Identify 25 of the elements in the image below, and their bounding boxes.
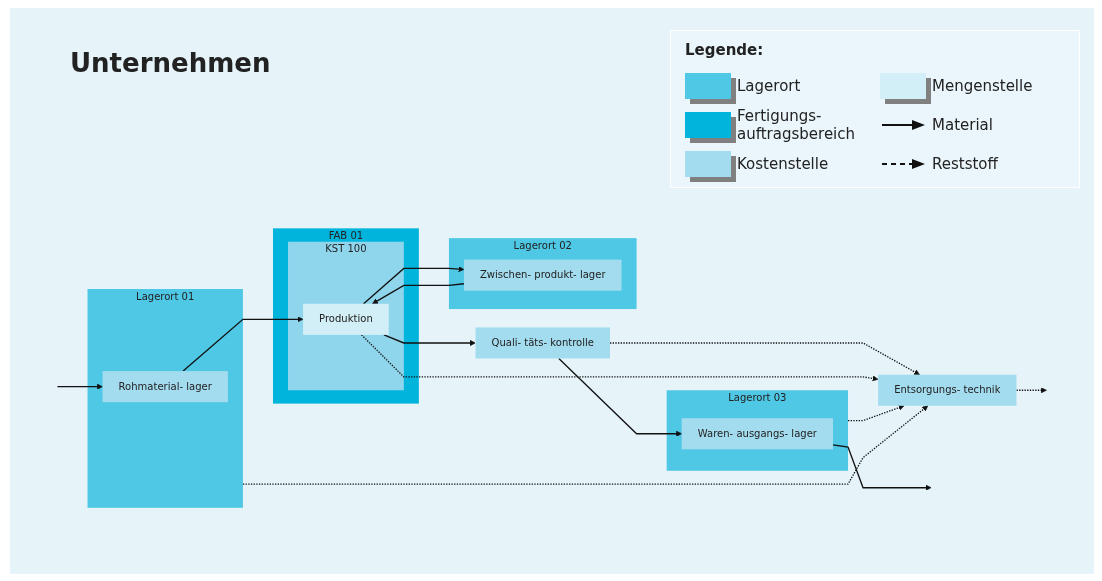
node-box: Waren- ausgangs- lager bbox=[681, 418, 833, 450]
arrow bbox=[832, 444, 932, 491]
legend-label: Reststoff bbox=[932, 155, 998, 173]
legend-heading: Legende: bbox=[685, 41, 765, 59]
legend-label: Fertigungs- auftragsbereich bbox=[737, 107, 857, 143]
arrow bbox=[56, 383, 103, 390]
arrow bbox=[383, 334, 476, 346]
node-box: Produktion bbox=[303, 303, 389, 335]
legend-label: Lagerort bbox=[737, 77, 801, 95]
arrow bbox=[558, 357, 682, 437]
arrow bbox=[362, 266, 465, 305]
node-box: Rohmaterial- lager bbox=[102, 371, 228, 403]
node-box: Zwischen- produkt- lager bbox=[463, 259, 622, 291]
arrow bbox=[847, 404, 905, 422]
arrow bbox=[242, 405, 929, 485]
arrow bbox=[182, 316, 304, 372]
diagram-title: Unternehmen bbox=[70, 48, 271, 78]
legend-label: Mengenstelle bbox=[932, 77, 1033, 95]
legend-label: Material bbox=[932, 116, 993, 134]
node-box: Entsorgungs- technik bbox=[878, 374, 1017, 406]
arrow bbox=[372, 283, 465, 304]
node-box: Quali- täts- kontrolle bbox=[475, 327, 610, 359]
arrow bbox=[360, 334, 879, 382]
arrow bbox=[609, 342, 920, 375]
legend-label: Kostenstelle bbox=[737, 155, 829, 173]
